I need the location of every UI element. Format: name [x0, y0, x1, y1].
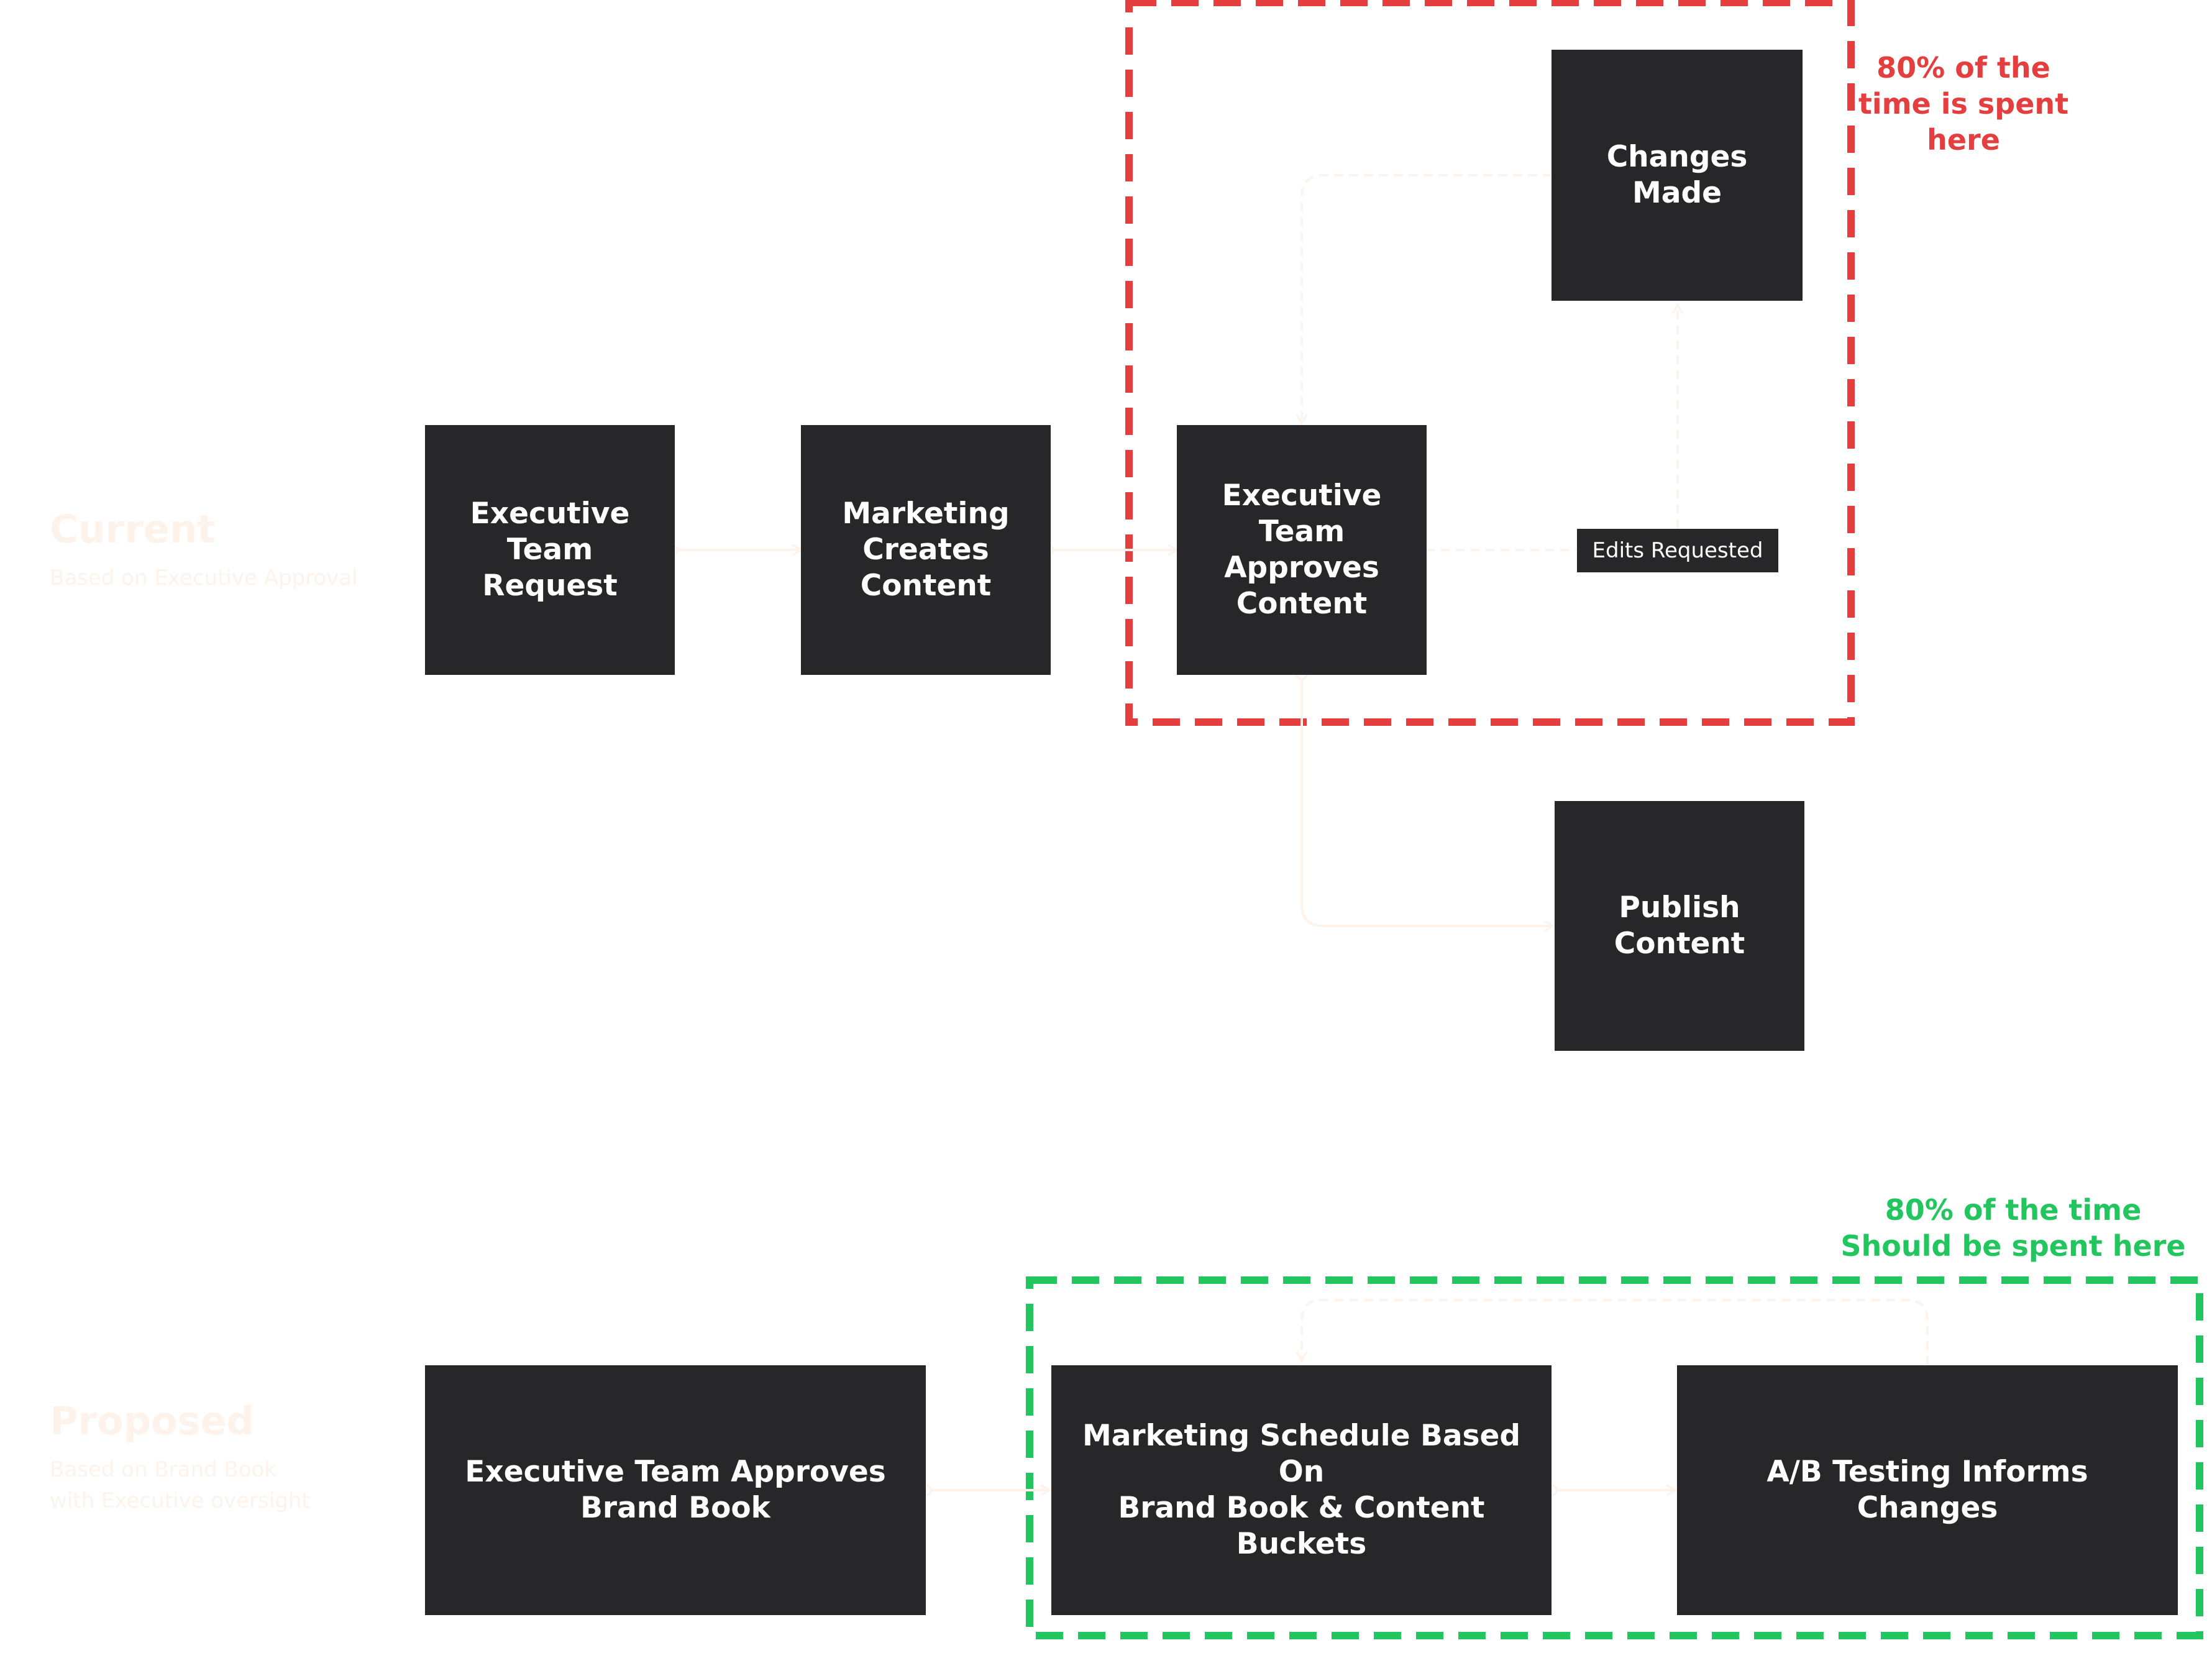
node-label: Executive Team Request	[470, 497, 630, 603]
node-label: A/B Testing Informs Changes	[1766, 1455, 2088, 1525]
proposed-focus-region	[1026, 1276, 2203, 1639]
edge-label-edits-requested: Edits Requested	[1577, 529, 1778, 572]
node-executive-team-approves-brand-book[interactable]: Executive Team Approves Brand Book	[425, 1365, 926, 1615]
node-label: Executive Team Approves Content	[1222, 478, 1382, 621]
node-label: Publish Content	[1614, 891, 1745, 961]
section-title-current: Current	[50, 506, 216, 552]
section-subtitle-proposed: Based on Brand Book with Executive overs…	[50, 1457, 310, 1513]
connector-changes-to-approval	[1302, 174, 1552, 424]
connector-approval-to-publish	[1300, 674, 1553, 926]
current-bottleneck-region	[1125, 0, 1855, 726]
node-marketing-schedule[interactable]: Marketing Schedule Based On Brand Book &…	[1051, 1365, 1552, 1615]
node-label: Executive Team Approves Brand Book	[465, 1455, 886, 1525]
node-executive-team-approves-content[interactable]: Executive Team Approves Content	[1177, 425, 1427, 675]
annotation-proposed-time-spent: 80% of the time Should be spent here	[1840, 1193, 2186, 1263]
node-ab-testing[interactable]: A/B Testing Informs Changes	[1677, 1365, 2178, 1615]
node-publish-content[interactable]: Publish Content	[1555, 801, 1804, 1051]
node-changes-made[interactable]: Changes Made	[1552, 50, 1803, 301]
section-title-proposed: Proposed	[50, 1398, 254, 1444]
node-marketing-creates-content[interactable]: Marketing Creates Content	[801, 425, 1051, 675]
annotation-current-time-spent: 80% of the time is spent here	[1858, 51, 2069, 157]
node-executive-team-request[interactable]: Executive Team Request	[425, 425, 675, 675]
section-subtitle-current: Based on Executive Approval	[50, 566, 358, 590]
connector-testing-feedback-loop	[1302, 1299, 1929, 1365]
node-label: Marketing Schedule Based On Brand Book &…	[1082, 1419, 1521, 1561]
node-label: Marketing Creates Content	[842, 497, 1010, 603]
node-label: Changes Made	[1606, 140, 1748, 210]
